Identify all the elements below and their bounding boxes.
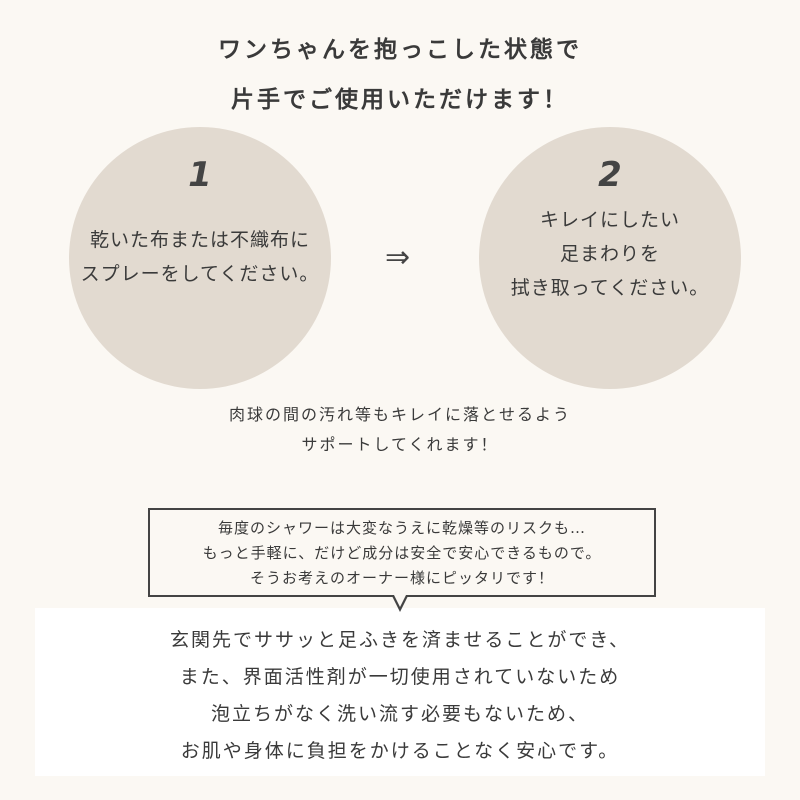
bubble-line: そうお考えのオーナー様にピッタリです！ [249, 569, 554, 587]
info-panel: 玄関先でササッと足ふきを済ませることができ、 また、界面活性剤が一切使用されてい… [35, 608, 765, 776]
bubble-line: もっと手軽に、だけど成分は安全で安心できるもので。 [202, 544, 602, 562]
subtext: 肉球の間の汚れ等もキレイに落とせるよう サポートしてくれます！ [0, 400, 800, 460]
speech-bubble: 毎度のシャワーは大変なうえに乾燥等のリスクも… もっと手軽に、だけど成分は安全で… [148, 508, 656, 597]
panel-line: 泡立ちがなく洗い流す必要もないため、 [210, 703, 589, 725]
panel-line: また、界面活性剤が一切使用されていないため [179, 666, 621, 688]
step-1-line: スプレーをしてください。 [80, 263, 320, 285]
step-2-line: 足まわりを [559, 243, 660, 265]
panel-line: お肌や身体に負担をかけることなく安心です。 [180, 740, 620, 762]
panel-line: 玄関先でササッと足ふきを済ませることができ、 [169, 629, 631, 651]
step-1-line: 乾いた布または不織布に [89, 229, 310, 251]
subtext-line: サポートしてくれます！ [301, 435, 499, 454]
step-2-text: キレイにしたい 足まわりを 拭き取ってください。 [479, 203, 741, 305]
step-2-line: キレイにしたい [539, 209, 680, 231]
step-2-circle: 2 キレイにしたい 足まわりを 拭き取ってください。 [479, 127, 741, 389]
step-2-number: 2 [598, 155, 622, 195]
speech-bubble-tail-inner [394, 595, 406, 607]
step-1-number: 1 [188, 155, 212, 195]
bubble-line: 毎度のシャワーは大変なうえに乾燥等のリスクも… [217, 519, 586, 537]
title-line-2: 片手でご使用いただけます！ [231, 87, 569, 113]
title-line-1: ワンちゃんを抱っこした状態で [218, 37, 582, 63]
subtext-line: 肉球の間の汚れ等もキレイに落とせるよう [228, 405, 571, 424]
arrow-right-icon: ⇒ [385, 240, 411, 275]
step-1-circle: 1 乾いた布または不織布に スプレーをしてください。 [69, 127, 331, 389]
step-2-line: 拭き取ってください。 [510, 277, 710, 299]
step-1-text: 乾いた布または不織布に スプレーをしてください。 [69, 223, 331, 291]
